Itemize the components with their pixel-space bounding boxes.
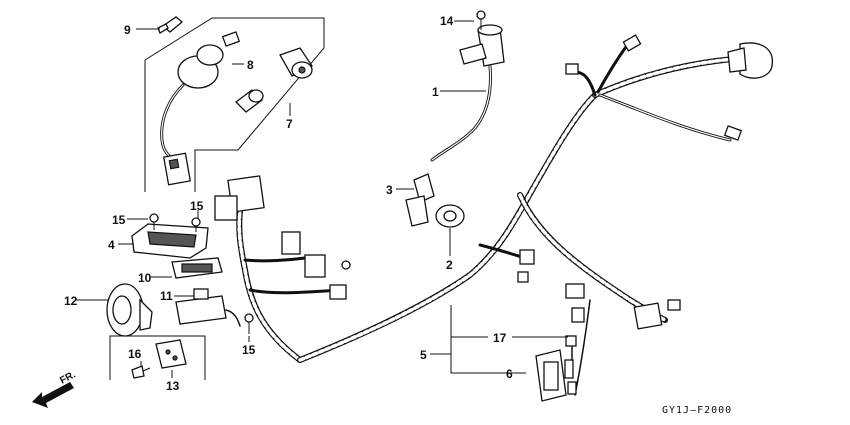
diagram-code: GY1J—F2000 bbox=[662, 405, 732, 416]
callout-13: 13 bbox=[166, 379, 180, 393]
callout-10: 10 bbox=[138, 271, 152, 285]
grommet bbox=[435, 204, 465, 228]
resistor-unit bbox=[175, 288, 241, 327]
callout-15-regulator-left: 15 bbox=[112, 213, 126, 227]
callout-6: 6 bbox=[506, 367, 513, 381]
front-direction-arrow-icon bbox=[32, 382, 74, 408]
ignition-coil bbox=[430, 10, 505, 162]
callout-15-resistor: 15 bbox=[242, 343, 256, 357]
regulator-rectifier bbox=[131, 223, 209, 259]
bolt-16 bbox=[131, 365, 151, 379]
callout-9: 9 bbox=[124, 23, 131, 37]
ignition-key bbox=[157, 16, 184, 34]
ignition-switch-group bbox=[144, 16, 325, 192]
spark-plug-cap bbox=[405, 173, 435, 227]
bolt-15-lower bbox=[244, 313, 254, 334]
callout-14: 14 bbox=[440, 14, 454, 28]
direction-label: FR. bbox=[58, 369, 78, 386]
callout-2: 2 bbox=[446, 258, 453, 272]
ignition-switch bbox=[160, 31, 241, 186]
callout-12: 12 bbox=[64, 294, 78, 308]
callout-17: 17 bbox=[493, 331, 507, 345]
callout-15-regulator-right: 15 bbox=[190, 199, 204, 213]
cylinder-cap bbox=[235, 89, 264, 113]
fuse-holder bbox=[535, 335, 577, 402]
callout-7: 7 bbox=[286, 117, 293, 131]
callout-8: 8 bbox=[247, 58, 254, 72]
bolt-15-upper-left bbox=[149, 213, 159, 230]
key-cylinder bbox=[279, 47, 313, 79]
horn-stay-bracket bbox=[109, 335, 206, 380]
leader-lines bbox=[75, 20, 568, 378]
callout-16: 16 bbox=[128, 347, 142, 361]
callout-5: 5 bbox=[420, 348, 427, 362]
callout-4: 4 bbox=[108, 238, 115, 252]
harness-connectors bbox=[214, 34, 773, 330]
callout-3: 3 bbox=[386, 183, 393, 197]
callout-1: 1 bbox=[432, 85, 439, 99]
callout-11: 11 bbox=[160, 289, 173, 303]
callout-numbers: 9 8 7 14 1 3 2 15 15 4 10 11 12 15 16 13… bbox=[64, 14, 513, 393]
bolt-15-upper-right bbox=[191, 217, 201, 232]
horn bbox=[106, 283, 153, 337]
starter-relay bbox=[171, 257, 223, 279]
